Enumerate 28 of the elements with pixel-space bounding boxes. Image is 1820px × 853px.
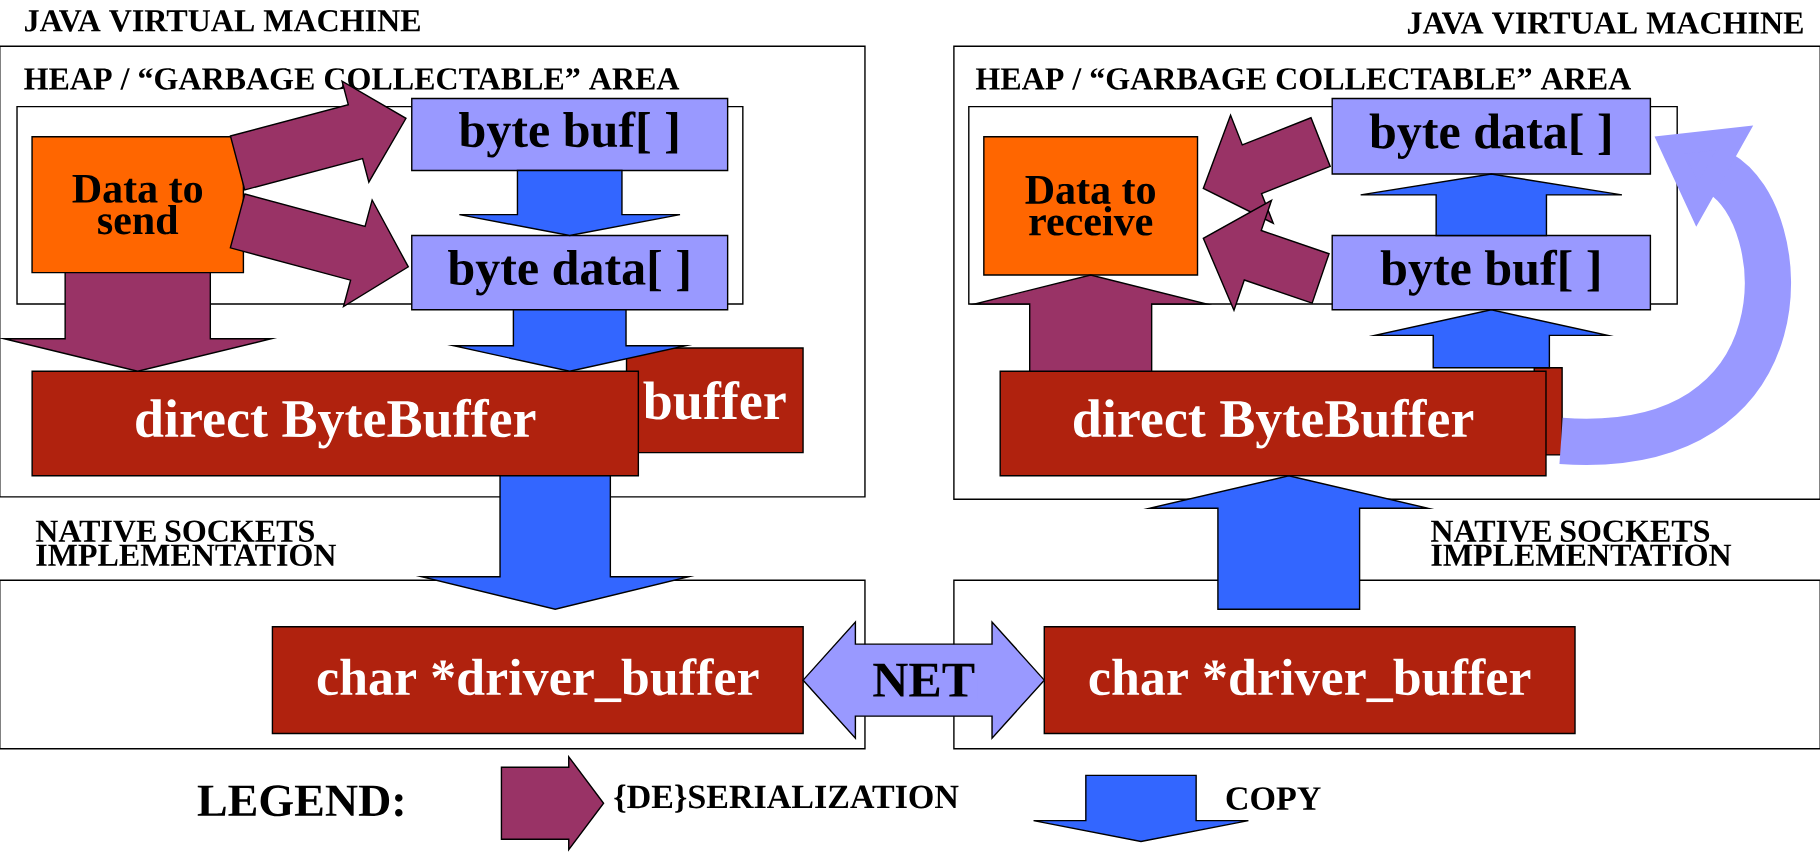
block-arrow xyxy=(968,274,1213,372)
block-arrow xyxy=(1202,198,1330,313)
block-arrow xyxy=(229,79,407,191)
buffer-box: char *driver_buffer xyxy=(1043,625,1576,735)
block-arrow xyxy=(1143,475,1435,610)
data-box: Data to send xyxy=(31,136,245,274)
node-label: JAVA VIRTUAL MACHINE xyxy=(25,10,420,32)
block-arrow xyxy=(1368,309,1614,369)
node-label: JAVA VIRTUAL MACHINE xyxy=(1407,12,1803,34)
array-box: byte buf[ ] xyxy=(1331,234,1652,311)
block-arrow xyxy=(1359,173,1623,237)
array-box: byte buf[ ] xyxy=(411,97,729,172)
legend-text: COPY xyxy=(1226,787,1321,810)
block-arrow xyxy=(0,271,278,372)
buffer-box: char *driver_buffer xyxy=(271,625,804,735)
block-arrow xyxy=(415,475,695,610)
block-arrow xyxy=(458,169,681,237)
legend-text: {DE}SERIALIZATION xyxy=(614,784,959,813)
block-arrow xyxy=(447,309,693,372)
block-arrow xyxy=(229,193,410,308)
node-label: NATIVE SOCKETS IMPLEMENTATION xyxy=(35,520,337,566)
data-box: Data to receive xyxy=(983,136,1199,276)
array-box: byte data[ ] xyxy=(411,234,729,311)
node-label: NATIVE SOCKETS IMPLEMENTATION xyxy=(1431,520,1732,566)
buffer-box: buffer xyxy=(625,347,804,454)
legend-heading: LEGEND: xyxy=(197,785,403,817)
array-box: byte data[ ] xyxy=(1331,97,1652,175)
edge-label: NET xyxy=(870,661,978,699)
